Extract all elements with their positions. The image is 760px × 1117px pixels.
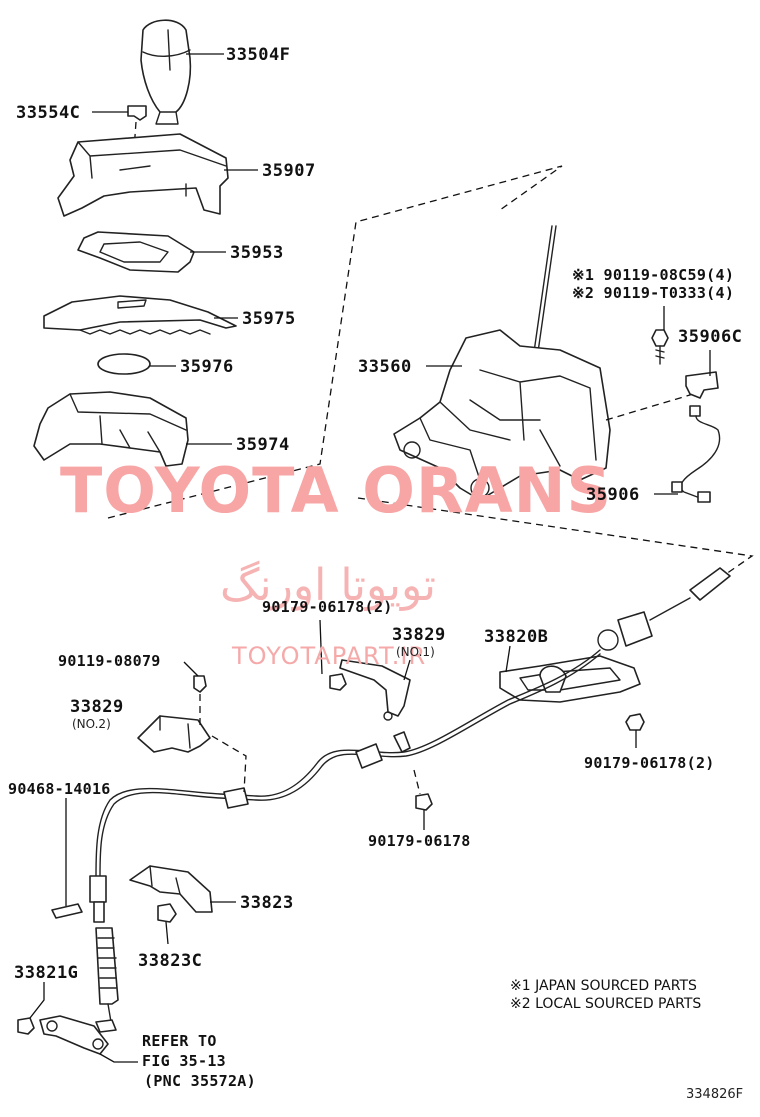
label-90179-06178-2-right: 90179-06178(2) [584, 754, 715, 772]
lower-housing-drawing [33, 391, 189, 467]
sensor-clip-drawing [685, 371, 719, 399]
bracket-33823-drawing [129, 865, 213, 913]
label-35975: 35975 [242, 309, 296, 329]
shift-cable-drawing [95, 649, 601, 877]
label-33504F: 33504F [226, 45, 290, 65]
refer-line-2: FIG 35-13 [142, 1052, 226, 1070]
bracket-no2-drawing [137, 715, 211, 753]
label-33829-no1: 33829 [392, 625, 446, 645]
note-local-sourced: ※2 LOCAL SOURCED PARTS [510, 996, 701, 1012]
refer-line-3: (PNC 35572A) [144, 1072, 256, 1090]
sensor-wire-drawing [671, 405, 721, 503]
label-90179-06178-2-top: 90179-06178(2) [262, 598, 393, 616]
shift-lever-assembly-drawing [393, 225, 611, 501]
clip-drawing [127, 105, 147, 151]
note-japan-sourced: ※1 JAPAN SOURCED PARTS [510, 978, 697, 994]
label-33560: 33560 [358, 357, 412, 377]
nut-33821G-drawing [17, 1017, 35, 1035]
cable-bracket-drawing [499, 655, 641, 703]
label-35906C: 35906C [678, 327, 742, 347]
plate-drawing [77, 231, 195, 273]
bolt-no2-drawing [193, 675, 207, 693]
label-33829-no2-sub: (NO.2) [72, 717, 111, 731]
refer-line-1: REFER TO [142, 1032, 217, 1050]
label-33821G: 33821G [14, 963, 78, 983]
label-35907: 35907 [262, 161, 316, 181]
shift-bezel-drawing [57, 133, 229, 217]
clip-90468-drawing [51, 903, 83, 919]
label-33823: 33823 [240, 893, 294, 913]
emblem-drawing [97, 353, 151, 375]
bolt-33823C-drawing [157, 903, 177, 923]
label-33829-no1-sub: (NO.1) [396, 645, 435, 659]
label-90179-06178: 90179-06178 [368, 832, 471, 850]
label-35974: 35974 [236, 435, 290, 455]
bolt-drawing [651, 329, 669, 365]
nut-bottom-drawing [415, 793, 433, 811]
watermark-brand: TOYOTA ORANS [60, 454, 612, 527]
label-33829-no2: 33829 [70, 697, 124, 717]
sensor-link-dash [605, 391, 701, 421]
indicator-strip-drawing [43, 295, 237, 335]
label-33554C: 33554C [16, 103, 80, 123]
nut-top-drawing [329, 673, 347, 691]
cable-end-drawing [597, 567, 731, 651]
label-90119-T0333: ※2 90119-T0333(4) [572, 284, 734, 302]
watermark-farsi: تویوتا اورنگ [220, 560, 436, 611]
label-33820B: 33820B [484, 627, 548, 647]
label-90119-08C59: ※1 90119-08C59(4) [572, 266, 734, 284]
label-90119-08079: 90119-08079 [58, 652, 161, 670]
shift-knob-drawing [140, 19, 192, 125]
nut-right-drawing [625, 713, 645, 731]
label-35976: 35976 [180, 357, 234, 377]
leader-lines [29, 53, 711, 1063]
label-33823C: 33823C [138, 951, 202, 971]
bracket-no1-drawing [339, 659, 411, 721]
label-90468-14016: 90468-14016 [8, 780, 111, 798]
watermark-url: TOYOTAPART.IR [231, 642, 426, 670]
cable-link-dash [357, 497, 754, 575]
figure-id: 334826F [686, 1087, 743, 1102]
label-35906: 35906 [586, 485, 640, 505]
cable-lower-drawing [89, 875, 119, 1029]
group-outline [107, 165, 563, 519]
label-35953: 35953 [230, 243, 284, 263]
